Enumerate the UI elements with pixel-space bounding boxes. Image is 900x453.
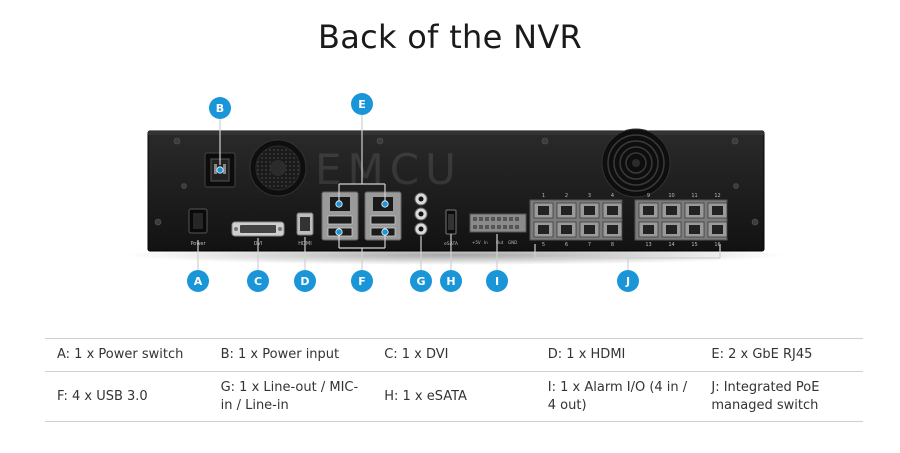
callout-badge-h [440,270,462,292]
spec-cell: I: 1 x Alarm I/O (4 in / 4 out) [535,371,700,422]
fan-left-icon [249,139,307,197]
callout-badge-b [209,97,231,119]
callout-letter: G [416,275,425,288]
callout-badge-f [351,270,373,292]
watermark-text: EMCU [315,145,462,194]
poe-port-number: 16 [714,242,720,248]
callout-letter: B [216,102,224,115]
poe-port-number: 1 [542,193,545,199]
poe-port-number: 5 [542,242,545,248]
callout-badge-a [187,270,209,292]
callout-badge-d [294,270,316,292]
callout-badge-c [247,270,269,292]
callout-letter: D [300,275,309,288]
callout-badge-j [617,270,639,292]
callout-letter: E [358,98,366,111]
poe-port-number: 9 [647,193,650,199]
callout-badge-e [351,93,373,115]
alarm-io-terminal: +5V In Out GND [469,213,527,245]
spec-cell: B: 1 x Power input [208,338,373,372]
poe-port-number: 11 [691,193,697,199]
poe-port-number: 6 [565,242,568,248]
spec-cell: J: Integrated PoE managed switch [699,371,863,422]
callout-dot [216,166,224,174]
poe-port-number: 3 [588,193,591,199]
callout-dot [335,200,343,208]
spec-cell: H: 1 x eSATA [372,371,536,422]
poe-port-number: 13 [645,242,651,248]
fan-right-icon [601,128,671,198]
spec-cell: D: 1 x HDMI [535,338,700,372]
callout-dot [335,228,343,236]
poe-port-number: 15 [691,242,697,248]
poe-port-number: 8 [611,242,614,248]
callout-letter: I [495,275,499,288]
poe-port-number: 4 [611,193,614,199]
poe-port-number: 10 [668,193,674,199]
spec-cell: G: 1 x Line-out / MIC-in / Line-in [208,371,373,422]
callout-letter: J [625,275,630,288]
chassis-screws [154,137,759,226]
poe-port-number: 2 [565,193,568,199]
svg-text:GND: GND [508,240,517,245]
callout-letter: C [254,275,262,288]
callout-dot [381,228,389,236]
svg-text:+5V: +5V [472,240,481,245]
callout-letter: F [358,275,366,288]
spec-cell: C: 1 x DVI [372,338,536,372]
svg-text:In: In [484,240,488,245]
callout-letter: A [194,275,203,288]
poe-port-number: 7 [588,242,591,248]
callout-dot [381,200,389,208]
poe-port-number: 14 [668,242,674,248]
callout-badge-i [486,270,508,292]
spec-cell: E: 2 x GbE RJ45 [699,338,863,372]
spec-cell: A: 1 x Power switch [45,338,209,372]
page-title: Back of the NVR [317,18,583,56]
callout-letter: H [446,275,455,288]
spec-cell: F: 4 x USB 3.0 [45,371,209,422]
callout-badge-g [410,270,432,292]
svg-text:Out: Out [496,240,504,245]
dvi-port: DVI [231,221,285,247]
poe-port-number: 12 [714,193,720,199]
nvr-back-diagram: EMCU Power DVI HDMI [125,93,785,292]
audio-jacks [414,192,428,236]
callouts: A B C D E F G H I J [187,93,721,292]
